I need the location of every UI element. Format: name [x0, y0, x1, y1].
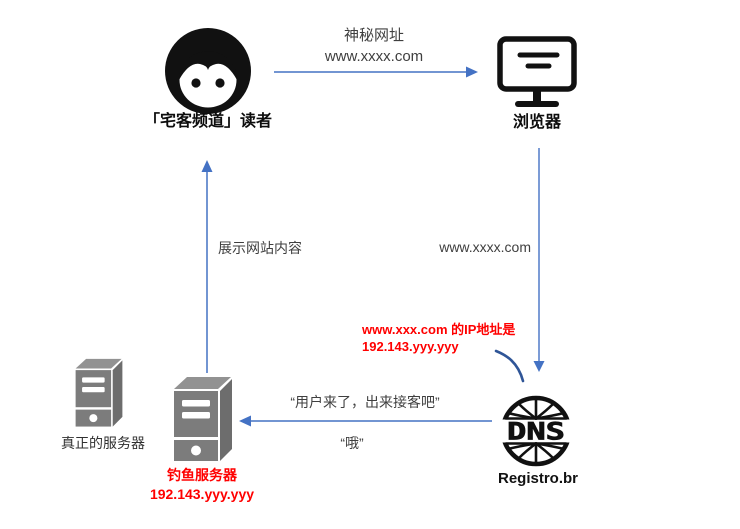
dns-response-line2: 192.143.yyy.yyy [362, 339, 459, 354]
arrowhead-up-icon [201, 160, 213, 172]
reader-label: 「宅客频道」读者 [143, 113, 272, 130]
show-content-caption: 展示网站内容 [218, 240, 302, 256]
mystery-url-line2: www.xxxx.com [324, 48, 424, 65]
arrow-reader-to-browser [274, 66, 478, 78]
dns-response-caption: www.xxx.com 的IP地址是 192.143.yyy.yyy [362, 321, 542, 355]
dns-command-caption: “用户来了，出来接客吧” [290, 394, 440, 410]
dns-response-line1: www.xxx.com 的IP地址是 [362, 322, 516, 337]
arrowhead-right-icon [466, 66, 478, 78]
real-server-label: 真正的服务器 [61, 435, 145, 451]
arrowhead-down-icon [533, 361, 545, 372]
server-reply-caption: “哦” [340, 435, 364, 451]
phishing-server-icon [172, 376, 234, 464]
dns-globe-icon: DNS [498, 394, 574, 468]
person-icon [163, 26, 253, 116]
real-server-icon [74, 358, 124, 429]
arrow-dns-to-phishing-server [239, 415, 492, 427]
mystery-url-caption: 神秘网址 www.xxxx.com [289, 25, 459, 67]
arrow-phishing-to-reader [201, 160, 213, 373]
phishing-server-name: 钓鱼服务器 [167, 467, 237, 483]
browser-label: 浏览器 [512, 114, 561, 131]
callout-curve [494, 349, 525, 383]
dns-label: Registro.br [497, 470, 578, 487]
mystery-url-line1: 神秘网址 [343, 27, 404, 44]
dns-query-caption: www.xxxx.com [439, 239, 531, 255]
monitor-icon [497, 36, 577, 110]
arrowhead-left-icon [239, 415, 251, 427]
phishing-server-label: 钓鱼服务器 192.143.yyy.yyy [122, 466, 282, 504]
svg-text:DNS: DNS [507, 418, 565, 446]
phishing-server-ip: 192.143.yyy.yyy [149, 486, 255, 502]
